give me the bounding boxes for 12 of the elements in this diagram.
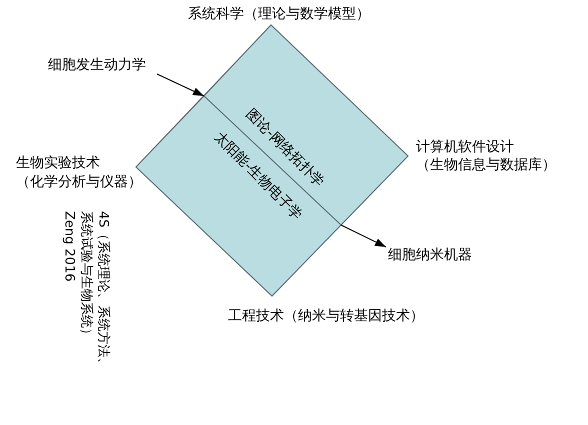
note-text: 4S（系统理论、系统方法、系统试验与生物系统）	[78, 211, 112, 373]
arrow	[340, 224, 386, 248]
lower-diamond-band	[136, 96, 341, 296]
corner-label: 计算机软件设计（生物信息与数据库）	[416, 138, 557, 174]
citation-text: Zeng 2016	[60, 211, 78, 282]
topic-label: 细胞发生动力学	[48, 56, 146, 74]
corner-label: 生物实验技术（化学分析与仪器）	[16, 154, 143, 192]
corner-label: 系统科学（理论与数学模型）	[188, 5, 370, 23]
topic-label: 细胞纳米机器	[388, 246, 472, 264]
corner-label: 工程技术（纳米与转基因技术）	[228, 307, 424, 325]
upper-diamond-band	[204, 25, 408, 225]
arrow	[156, 74, 204, 96]
